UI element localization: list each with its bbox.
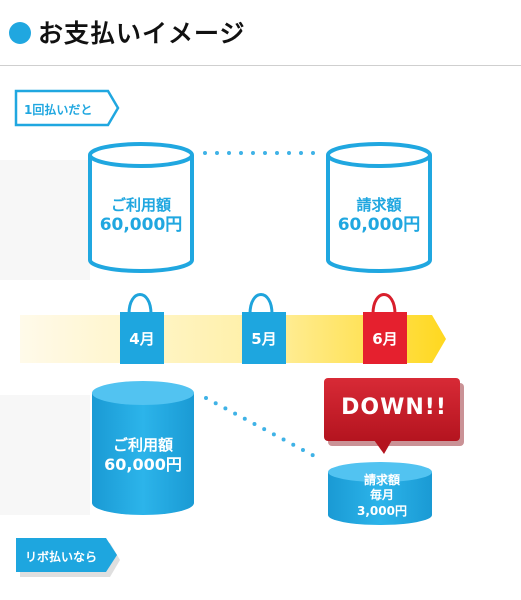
- lump-sum-bill-text: 請求額 60,000円: [328, 196, 430, 236]
- month-label-april: 4月: [129, 330, 155, 348]
- month-label-may: 5月: [251, 330, 277, 348]
- header-bullet-icon: [9, 22, 31, 44]
- lump-sum-bill-label: 請求額: [356, 196, 402, 214]
- month-bag-april: [120, 293, 164, 364]
- revolving-tag-label: リボ払いなら: [25, 550, 98, 564]
- lump-sum-tag-label: 1回払いだと: [24, 103, 93, 117]
- revolving-bill-sub: 毎月: [369, 488, 394, 503]
- revolving-bill-cylinder: [328, 462, 432, 525]
- lump-sum-bill-amount: 60,000円: [337, 214, 421, 235]
- lump-sum-usage-amount: 60,000円: [99, 214, 183, 235]
- header-divider: [0, 65, 521, 66]
- page-title: お支払いイメージ: [38, 19, 246, 48]
- lump-sum-usage-text: ご利用額 60,000円: [90, 196, 192, 236]
- lump-sum-usage-label: ご利用額: [110, 196, 171, 214]
- lump-sum-bill-cylinder: [326, 142, 432, 273]
- revolving-tag: [16, 538, 120, 577]
- revolving-usage-label: ご利用額: [112, 436, 173, 454]
- month-bag-june: [363, 293, 407, 364]
- revolving-bill-amount: 3,000円: [357, 503, 407, 518]
- revolving-bill-text: 請求額 毎月 3,000円: [330, 473, 434, 519]
- dotted-connector-diagonal: [204, 396, 320, 460]
- lump-sum-tag: [14, 89, 120, 127]
- revolving-usage-cylinder: [92, 381, 194, 515]
- month-bag-may: [242, 293, 286, 364]
- month-label-june: 6月: [372, 330, 398, 348]
- lump-sum-usage-cylinder: [88, 142, 194, 273]
- revolving-bill-label: 請求額: [363, 473, 400, 487]
- revolving-usage-text: ご利用額 60,000円: [92, 436, 194, 475]
- down-callout: [324, 378, 464, 454]
- down-callout-text: DOWN!!: [341, 395, 447, 420]
- revolving-usage-amount: 60,000円: [104, 454, 182, 474]
